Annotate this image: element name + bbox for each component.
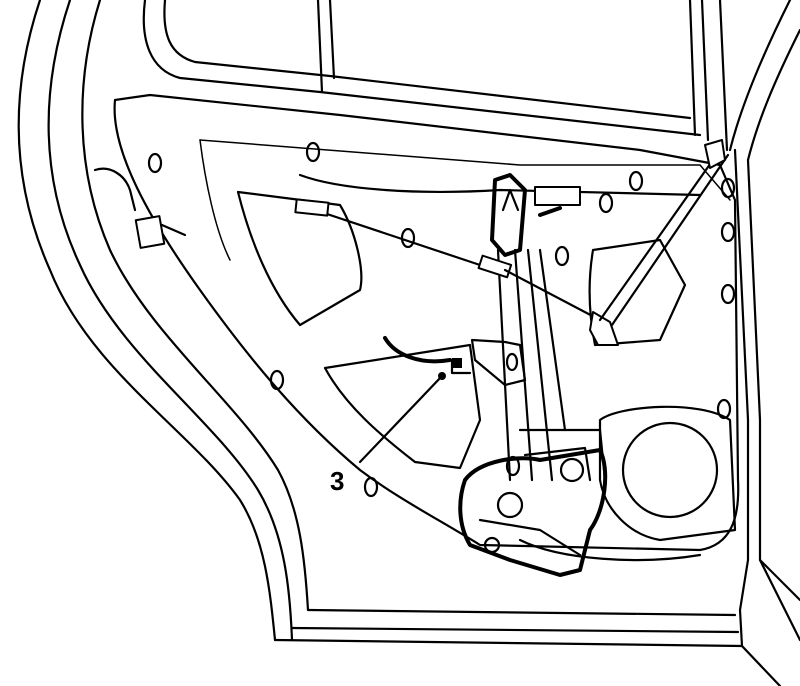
control-cable <box>294 139 730 346</box>
window-regulator <box>490 173 581 482</box>
left-clips <box>93 167 187 249</box>
lower-cutout <box>323 343 482 470</box>
regulator-motor <box>458 338 608 577</box>
inner-panel <box>113 93 740 562</box>
callout-leader-line <box>358 374 444 464</box>
callout-3: 3 <box>330 374 444 496</box>
window-frame <box>142 0 800 162</box>
upper-cutout <box>236 190 363 327</box>
callout-label: 3 <box>330 466 344 496</box>
speaker-opening <box>598 405 737 542</box>
door-right-edge <box>733 148 800 686</box>
connector-wire <box>383 336 472 380</box>
mounting-holes <box>147 141 736 498</box>
door-outer-frame <box>17 0 744 648</box>
